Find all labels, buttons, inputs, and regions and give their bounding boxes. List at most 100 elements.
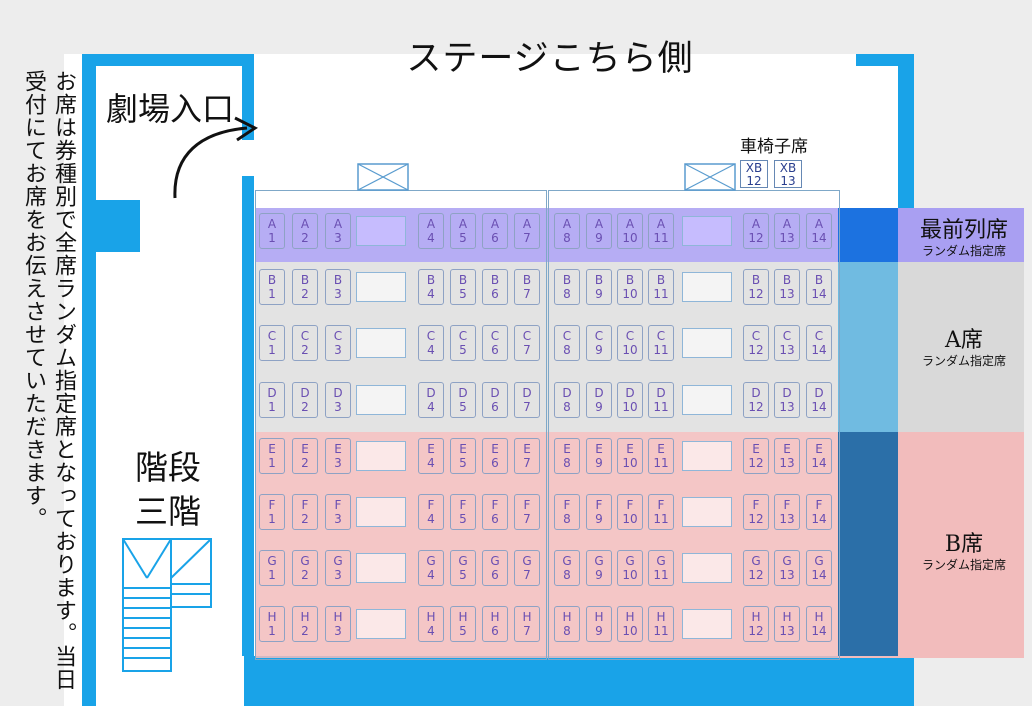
- wheelchair-seat[interactable]: XB 13: [774, 160, 802, 188]
- wheelchair-seat[interactable]: XB 12: [740, 160, 768, 188]
